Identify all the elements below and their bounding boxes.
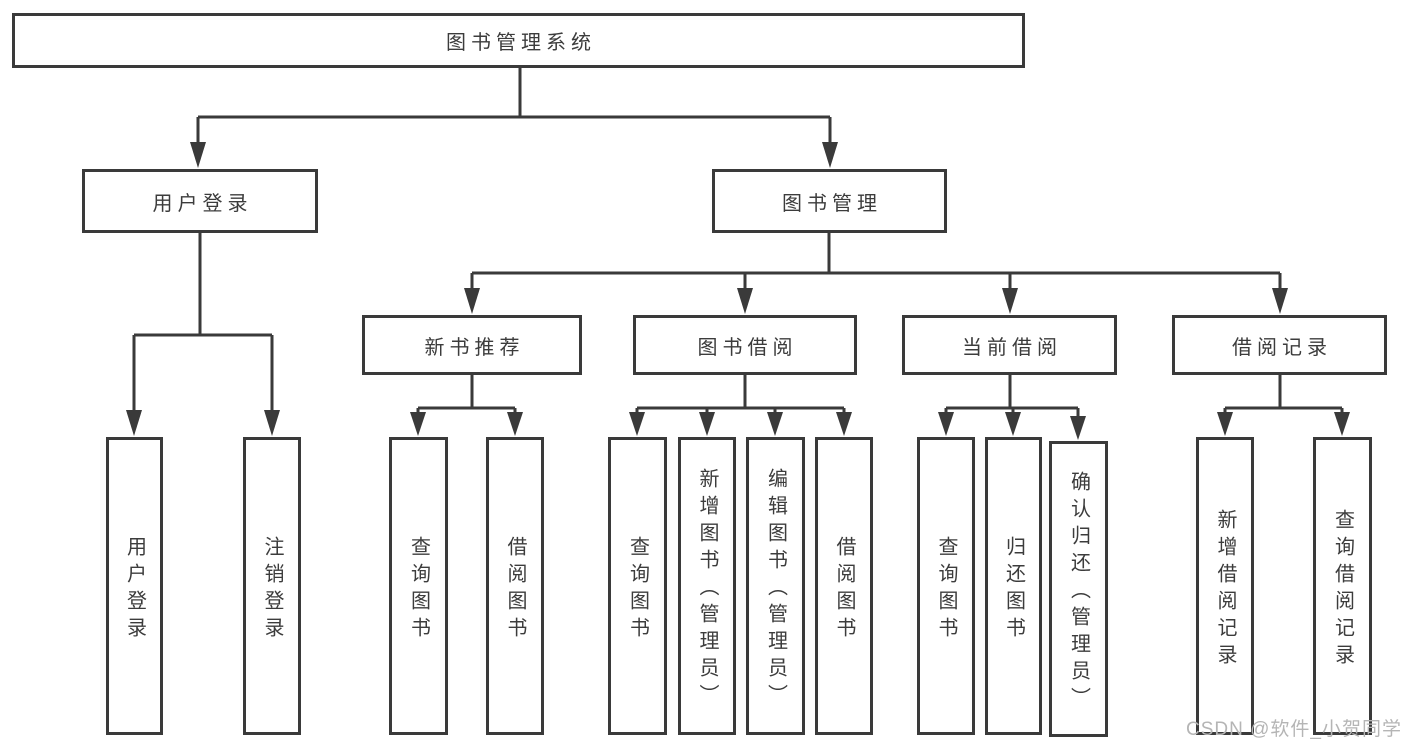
arrowhead (464, 288, 480, 314)
leaf-user-login: 用户登录 (106, 437, 163, 735)
node-user-login: 用户登录 (82, 169, 318, 233)
leaf-borrow-books: 借阅图书 (815, 437, 873, 735)
connector-new-recommend-rail (416, 375, 517, 414)
arrowhead (1070, 416, 1086, 440)
node-book-mgmt: 图书管理 (712, 169, 947, 233)
leaf-confirm-return-admin: 确认归还（管理员） (1049, 441, 1108, 737)
connector-current-borrow-rail (944, 375, 1080, 418)
arrowhead (938, 412, 954, 436)
leaf-logout-label: 注销登录 (261, 535, 283, 644)
node-root-label: 图书管理系统 (446, 32, 596, 54)
leaf-query-books-borrow-label: 查询图书 (626, 535, 649, 644)
node-current-borrow: 当前借阅 (902, 315, 1117, 375)
arrowhead (1217, 412, 1233, 436)
leaf-query-borrow-record: 查询借阅记录 (1313, 437, 1372, 735)
node-user-login-label: 用户登录 (152, 192, 253, 215)
connector-level3-rail (470, 271, 1282, 291)
arrowhead (767, 412, 783, 436)
arrowhead (836, 412, 852, 436)
node-book-borrow: 图书借阅 (633, 315, 857, 375)
node-book-borrow-label: 图书借阅 (697, 336, 798, 359)
node-book-mgmt-label: 图书管理 (782, 192, 882, 215)
connector-level2-rail (196, 115, 832, 144)
leaf-borrow-books-label: 借阅图书 (833, 535, 855, 644)
leaf-logout: 注销登录 (243, 437, 301, 735)
csdn-watermark: CSDN @软件_小贺同学 (1186, 719, 1402, 740)
leaf-add-borrow-record-label: 新增借阅记录 (1214, 508, 1236, 671)
arrowhead (1005, 412, 1021, 436)
leaf-edit-book-admin-label: 编辑图书（管理员） (764, 468, 787, 711)
leaf-query-borrow-record-label: 查询借阅记录 (1331, 508, 1354, 671)
node-borrow-records-label: 借阅记录 (1232, 336, 1332, 359)
leaf-edit-book-admin: 编辑图书（管理员） (746, 437, 805, 735)
leaf-add-book-admin: 新增图书（管理员） (678, 437, 736, 735)
arrowhead (1334, 412, 1350, 436)
arrowhead (1272, 288, 1288, 314)
node-current-borrow-label: 当前借阅 (962, 336, 1062, 359)
arrowhead (264, 410, 280, 436)
arrowhead (737, 288, 753, 314)
leaf-add-book-admin-label: 新增图书（管理员） (696, 468, 718, 711)
arrowhead (629, 412, 645, 436)
leaf-add-borrow-record: 新增借阅记录 (1196, 437, 1254, 735)
leaf-query-books-borrow: 查询图书 (608, 437, 667, 735)
arrowhead (822, 142, 838, 168)
leaf-query-books-recommend-label: 查询图书 (407, 535, 430, 644)
arrowhead (126, 410, 142, 436)
node-new-recommend: 新书推荐 (362, 315, 582, 375)
connector-borrow-records-rail (1223, 375, 1344, 414)
leaf-user-login-label: 用户登录 (123, 535, 146, 644)
connector-user-login-rail (132, 333, 274, 412)
node-new-recommend-label: 新书推荐 (424, 336, 525, 359)
arrowhead (410, 412, 426, 436)
arrowhead (699, 412, 715, 436)
leaf-query-books-current: 查询图书 (917, 437, 975, 735)
leaf-confirm-return-admin-label: 确认归还（管理员） (1067, 471, 1090, 714)
connector-book-borrow-rail (635, 375, 846, 414)
leaf-query-books-current-label: 查询图书 (935, 535, 957, 644)
node-root: 图书管理系统 (12, 13, 1025, 68)
arrowhead (190, 142, 206, 168)
leaf-query-books-recommend: 查询图书 (389, 437, 448, 735)
leaf-return-book: 归还图书 (985, 437, 1042, 735)
arrowhead (1002, 288, 1018, 314)
leaf-borrow-books-recommend-label: 借阅图书 (504, 535, 526, 644)
leaf-borrow-books-recommend: 借阅图书 (486, 437, 544, 735)
leaf-return-book-label: 归还图书 (1002, 535, 1025, 644)
node-borrow-records: 借阅记录 (1172, 315, 1387, 375)
arrowhead (507, 412, 523, 436)
